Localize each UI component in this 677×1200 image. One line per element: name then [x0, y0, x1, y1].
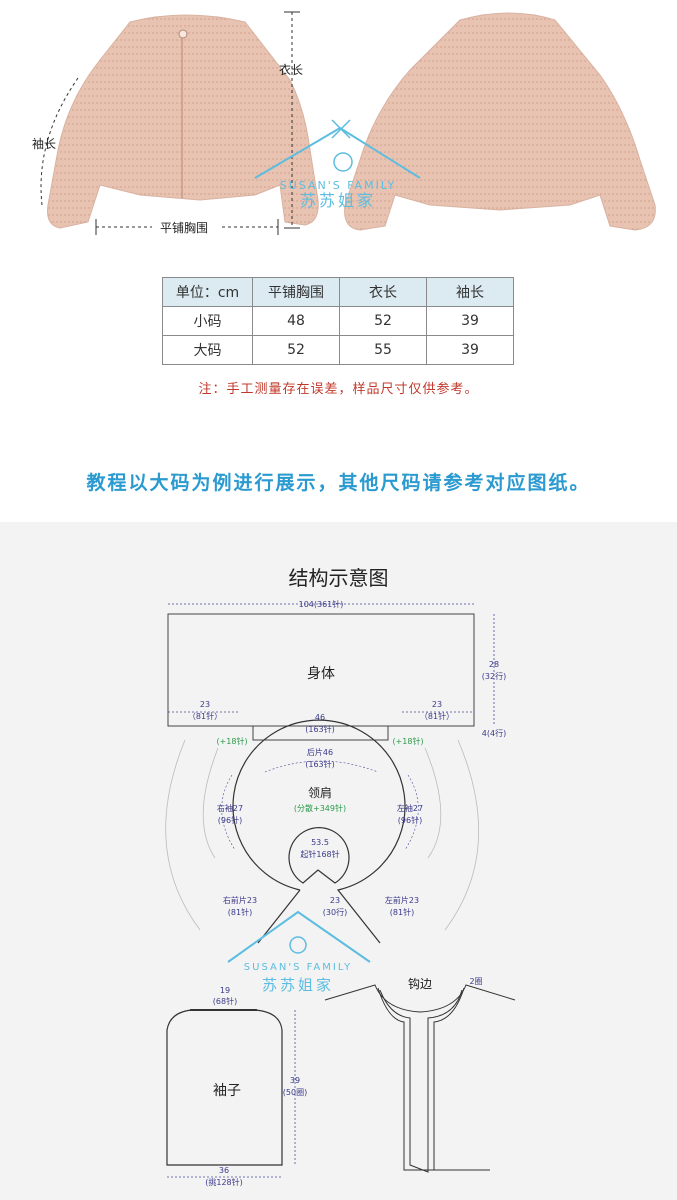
yoke-piece: (+18针) (+18针) 后片46 (163针) 领肩 (分散+349针) 右… — [165, 719, 479, 944]
sweater-photos: SUSAN'S FAMILY 苏苏姐家 — [40, 11, 656, 235]
neck-b: 起针168针 — [300, 849, 339, 859]
table-row: 小码 48 52 39 — [162, 306, 514, 336]
sleeve-top-b: (68针) — [213, 996, 237, 1006]
edging-rounds: 2圈 — [469, 977, 482, 986]
rsleeve-b: (96针) — [218, 815, 242, 825]
body-left-b: （81针） — [188, 711, 222, 721]
body-left-a: 23 — [200, 700, 210, 709]
sleeve-piece: 19 (68针) 袖子 39 (50圈) 36 (挑128针) — [166, 986, 307, 1187]
sleeve-label: 袖子 — [213, 1083, 241, 1099]
length-value: 52 — [339, 306, 427, 336]
sleeve-value: 39 — [426, 335, 514, 365]
lsleeve-a: 左袖27 — [397, 803, 423, 813]
label-length: 衣长 — [279, 63, 304, 77]
size-name: 大码 — [162, 335, 253, 365]
watermark-en-2: SUSAN'S FAMILY — [244, 962, 352, 973]
sleeve-top-a: 19 — [220, 986, 230, 995]
lfront-b: (81针) — [390, 907, 414, 917]
label-chest: 平铺胸围 — [160, 221, 209, 235]
body-right-a: 23 — [432, 700, 442, 709]
diagram-section — [0, 522, 677, 1200]
diagram-title: 结构示意图 — [288, 566, 389, 590]
sweater-front-photo — [47, 14, 319, 229]
label-sleeve: 袖长 — [32, 137, 57, 151]
size-table-header: 单位：cm 平铺胸围 衣长 袖长 — [162, 277, 514, 307]
watermark-cn: 苏苏姐家 — [300, 191, 376, 210]
body-mid-a: 46 — [315, 713, 325, 722]
header-sleeve: 袖长 — [426, 277, 514, 307]
watermark-logo-diagram: SUSAN'S FAMILY 苏苏姐家 — [227, 910, 371, 994]
neck-a: 53.5 — [311, 838, 329, 847]
open-a: 23 — [330, 896, 340, 905]
body-label: 身体 — [307, 666, 335, 682]
product-section: SUSAN'S FAMILY 苏苏姐家 衣长 袖长 平铺胸围 单位：cm 平铺胸… — [0, 0, 677, 522]
body-width-text: 104(361针) — [299, 599, 344, 609]
header-chest: 平铺胸围 — [252, 277, 340, 307]
back-b: (163针) — [305, 759, 335, 769]
yoke-label: 领肩 — [308, 785, 332, 800]
rsleeve-a: 右袖27 — [217, 803, 243, 813]
watermark-en: SUSAN'S FAMILY — [280, 179, 396, 192]
sleeve-height-b: (50圈) — [283, 1088, 307, 1097]
size-name: 小码 — [162, 306, 253, 336]
plus-left-text: (+18针) — [216, 736, 247, 746]
header-length: 衣长 — [339, 277, 427, 307]
edging-piece: 钩边 2圈 — [324, 977, 516, 1173]
rfront-b: (81针) — [228, 907, 252, 917]
chest-value: 52 — [252, 335, 340, 365]
tutorial-text: 教程以大码为例进行展示，其他尺码请参考对应图纸。 — [86, 472, 591, 494]
body-mid-b: (163针) — [305, 724, 335, 734]
body-side-text: 4(4行) — [482, 728, 506, 738]
watermark-cn-2: 苏苏姐家 — [262, 976, 334, 994]
rfront-a: 右前片23 — [223, 895, 257, 905]
length-value: 55 — [339, 335, 427, 365]
table-row: 大码 52 55 39 — [162, 335, 514, 365]
size-table: 单位：cm 平铺胸围 衣长 袖长 小码 48 52 39 大码 52 55 39 — [162, 277, 514, 365]
sleeve-height-a: 39 — [290, 1076, 300, 1085]
body-height-b: (32行) — [482, 671, 506, 681]
back-a: 后片46 — [307, 747, 333, 757]
sleeve-bottom-b: (挑128针) — [205, 1177, 243, 1187]
body-piece: 104(361针) 身体 28 (32行) 4(4行) 23 （81针） 23 … — [167, 599, 506, 741]
sleeve-value: 39 — [426, 306, 514, 336]
plus-right-text: (+18针) — [392, 736, 423, 746]
body-height-a: 28 — [489, 660, 499, 669]
lsleeve-b: (96针) — [398, 815, 422, 825]
structure-diagram: 104(361针) 身体 28 (32行) 4(4行) 23 （81针） 23 … — [165, 599, 516, 1187]
sleeve-bottom-a: 36 — [219, 1166, 229, 1175]
sweater-back-photo — [344, 12, 656, 231]
lfront-a: 左前片23 — [385, 895, 419, 905]
open-b: (30行) — [323, 907, 347, 917]
body-right-b: （81针） — [420, 711, 454, 721]
chest-value: 48 — [252, 306, 340, 336]
watermark-logo: SUSAN'S FAMILY 苏苏姐家 — [254, 119, 421, 210]
measurement-note: 注：手工测量存在误差，样品尺寸仅供参考。 — [198, 382, 479, 397]
header-unit: 单位：cm — [162, 277, 253, 307]
yoke-sub: (分散+349针) — [294, 803, 346, 813]
edging-label: 钩边 — [408, 977, 432, 991]
